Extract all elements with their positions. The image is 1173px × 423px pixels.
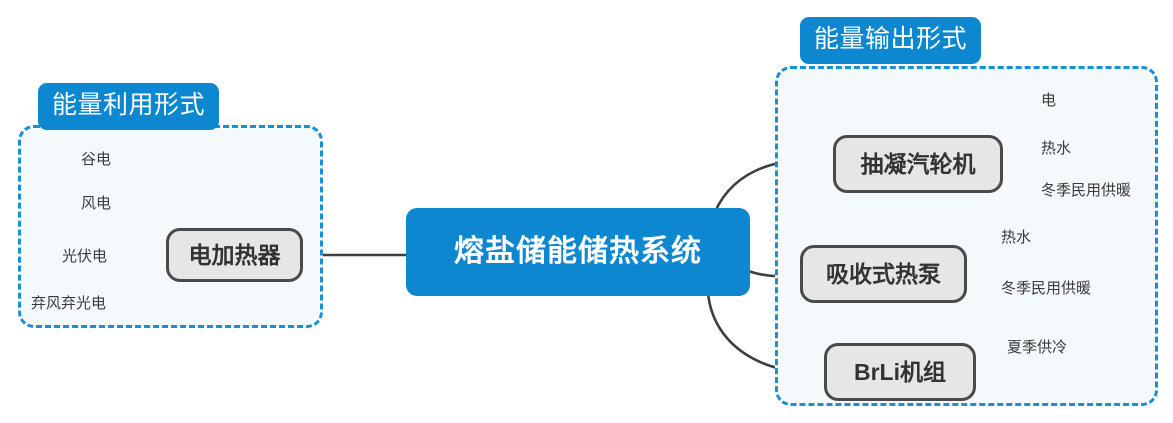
group-tag-energy-output: 能量输出形式 — [800, 17, 982, 64]
output-label-brli-summer-cooling: 夏季供冷 — [1007, 339, 1068, 356]
output-label-turbine-electricity: 电 — [1041, 92, 1057, 109]
node-brli-unit[interactable]: BrLi机组 — [824, 343, 976, 401]
source-label-curtailed-power: 弃风弃光电 — [31, 295, 107, 312]
output-label-turbine-hotwater: 热水 — [1041, 140, 1072, 157]
node-absorption-heat-pump[interactable]: 吸收式热泵 — [800, 245, 967, 303]
output-label-heatpump-hotwater: 热水 — [1001, 229, 1032, 246]
group-panel-energy-input — [18, 125, 323, 328]
output-label-turbine-winter-heating: 冬季民用供暖 — [1041, 182, 1132, 199]
node-molten-salt-storage-system[interactable]: 熔盐储能储热系统 — [406, 208, 750, 296]
group-tag-energy-input: 能量利用形式 — [38, 83, 220, 130]
source-label-wind-power: 风电 — [81, 195, 112, 212]
source-label-valley-power: 谷电 — [81, 151, 112, 168]
source-label-pv-power: 光伏电 — [62, 248, 108, 265]
node-electric-heater[interactable]: 电加热器 — [166, 228, 303, 282]
output-label-heatpump-winter-heating: 冬季民用供暖 — [1001, 280, 1092, 297]
node-extraction-condensing-turbine[interactable]: 抽凝汽轮机 — [833, 135, 1003, 193]
